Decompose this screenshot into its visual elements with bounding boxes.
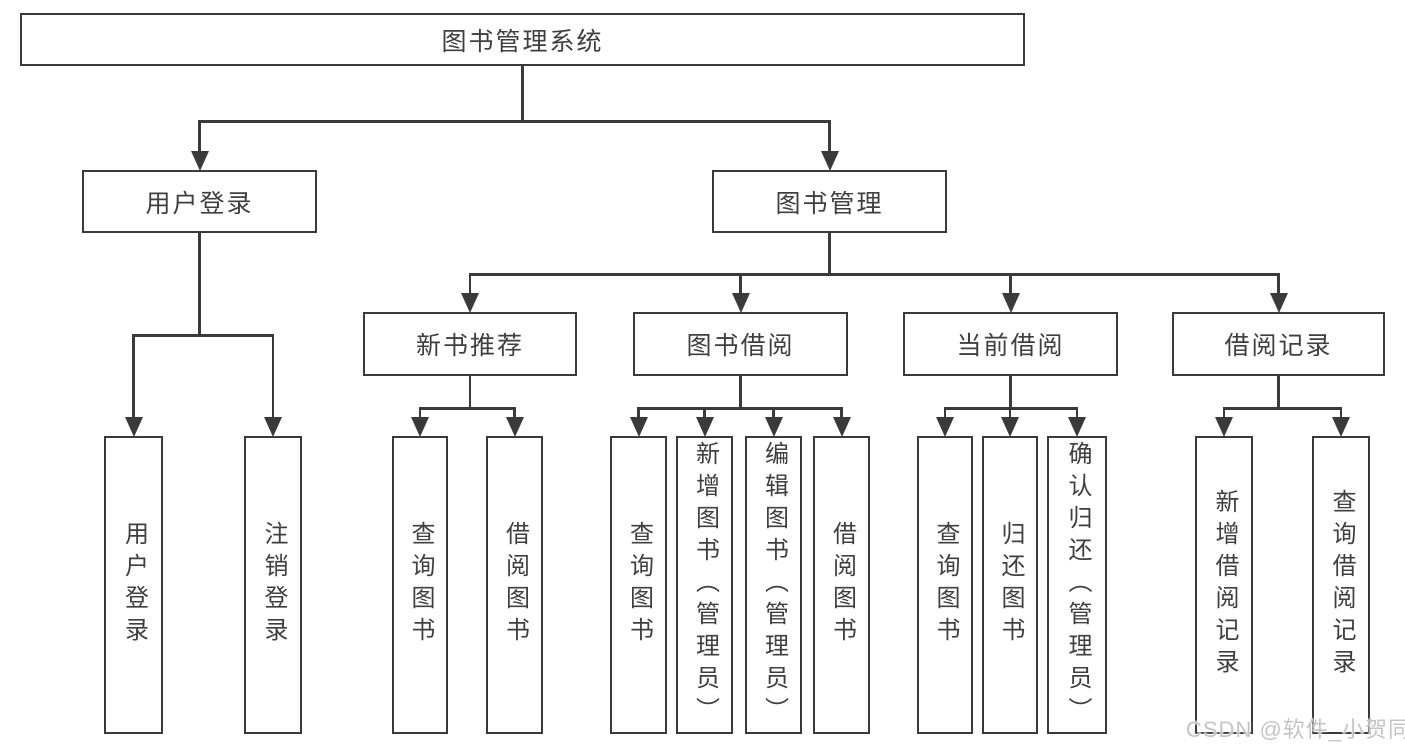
connector-drop-line bbox=[840, 407, 843, 419]
connector-drop-line bbox=[1277, 273, 1280, 295]
arrow-down-icon bbox=[1001, 417, 1019, 437]
node-leaf-user-login: 用户登录 bbox=[104, 436, 163, 734]
arrow-down-icon bbox=[505, 417, 524, 437]
arrow-down-icon bbox=[832, 417, 851, 437]
node-label: 图书借阅 bbox=[686, 332, 795, 360]
connector-drop-line bbox=[1222, 407, 1226, 419]
node-leaf-bb-add: 新增图书（管理员） bbox=[676, 436, 733, 734]
node-label: 借阅记录 bbox=[1224, 332, 1333, 360]
connector-drop-line bbox=[828, 120, 831, 153]
node-book-mgmt: 图书管理 bbox=[712, 170, 947, 233]
connector-trunk-line bbox=[739, 376, 742, 410]
node-label: 注销登录 bbox=[260, 521, 287, 649]
arrow-down-icon bbox=[1215, 417, 1233, 437]
connector-trunk-line bbox=[1009, 376, 1012, 410]
node-leaf-cb-query: 查询图书 bbox=[917, 436, 973, 734]
connector-trunk-line bbox=[521, 66, 524, 123]
arrow-down-icon bbox=[1001, 293, 1020, 313]
node-label: 借阅图书 bbox=[828, 521, 856, 649]
node-current-borrow: 当前借阅 bbox=[903, 312, 1118, 376]
node-label: 编辑图书（管理员） bbox=[760, 441, 788, 729]
node-leaf-cb-return: 归还图书 bbox=[982, 436, 1038, 734]
node-root: 图书管理系统 bbox=[20, 13, 1025, 66]
node-leaf-logout: 注销登录 bbox=[244, 436, 302, 734]
node-leaf-bb-edit: 编辑图书（管理员） bbox=[745, 436, 802, 734]
node-label: 当前借阅 bbox=[956, 332, 1065, 360]
node-label: 图书管理 bbox=[775, 189, 884, 218]
arrow-down-icon bbox=[764, 417, 783, 437]
connector-drop-line bbox=[772, 407, 775, 419]
arrow-down-icon bbox=[936, 417, 954, 437]
arrow-down-icon bbox=[264, 417, 282, 437]
watermark-text: CSDN @软件_小贺同学 bbox=[1186, 717, 1405, 742]
arrow-down-icon bbox=[629, 417, 648, 437]
node-label: 用户登录 bbox=[145, 189, 254, 218]
node-borrow-record: 借阅记录 bbox=[1172, 312, 1385, 376]
node-leaf-br-query: 查询借阅记录 bbox=[1312, 436, 1370, 734]
arrow-down-icon bbox=[820, 151, 839, 171]
arrow-down-icon bbox=[1332, 417, 1350, 437]
connector-drop-line bbox=[637, 407, 640, 419]
node-label: 确认归还（管理员） bbox=[1064, 441, 1091, 729]
connector-drop-line bbox=[1075, 407, 1079, 419]
connector-drop-line bbox=[271, 334, 275, 419]
arrow-down-icon bbox=[461, 293, 479, 313]
connector-branch-line bbox=[468, 273, 1280, 276]
node-leaf-br-add: 新增借阅记录 bbox=[1195, 436, 1253, 734]
connector-trunk-line bbox=[468, 376, 472, 410]
node-label: 查询借阅记录 bbox=[1328, 489, 1355, 681]
node-label: 新增图书（管理员） bbox=[691, 441, 719, 729]
node-label: 归还图书 bbox=[997, 521, 1024, 649]
arrow-down-icon bbox=[731, 293, 750, 313]
node-leaf-bb-borrow: 借阅图书 bbox=[813, 436, 870, 734]
node-label: 新书推荐 bbox=[415, 332, 524, 360]
arrow-down-icon bbox=[1269, 293, 1288, 313]
node-leaf-cb-confirm: 确认归还（管理员） bbox=[1047, 436, 1107, 734]
node-leaf-bb-query: 查询图书 bbox=[610, 436, 667, 734]
connector-drop-line bbox=[739, 273, 742, 295]
node-label: 查询图书 bbox=[407, 521, 434, 649]
connector-drop-line bbox=[703, 407, 706, 419]
connector-drop-line bbox=[132, 334, 135, 419]
node-leaf-nb-borrow: 借阅图书 bbox=[486, 436, 543, 734]
node-label: 图书管理系统 bbox=[441, 27, 604, 56]
node-label: 查询图书 bbox=[625, 521, 653, 649]
connector-drop-line bbox=[198, 120, 201, 153]
connector-trunk-line bbox=[1277, 376, 1280, 410]
arrow-down-icon bbox=[695, 417, 714, 437]
connector-trunk-line bbox=[828, 233, 831, 276]
node-label: 用户登录 bbox=[120, 521, 148, 649]
connector-drop-line bbox=[418, 407, 422, 419]
connector-drop-line bbox=[1339, 407, 1343, 419]
node-label: 借阅图书 bbox=[501, 521, 529, 649]
connector-branch-line bbox=[198, 120, 831, 123]
connector-branch-line bbox=[132, 334, 275, 337]
arrow-down-icon bbox=[411, 417, 429, 437]
connector-drop-line bbox=[513, 407, 516, 419]
connector-drop-line bbox=[1009, 273, 1012, 295]
node-new-book-rec: 新书推荐 bbox=[363, 312, 577, 376]
node-leaf-nb-query: 查询图书 bbox=[392, 436, 448, 734]
connector-drop-line bbox=[468, 273, 472, 295]
arrow-down-icon bbox=[1068, 417, 1086, 437]
arrow-down-icon bbox=[190, 151, 209, 171]
node-user-login: 用户登录 bbox=[82, 170, 317, 233]
node-label: 查询图书 bbox=[932, 521, 959, 649]
connector-branch-line bbox=[418, 407, 516, 410]
node-label: 新增借阅记录 bbox=[1211, 489, 1238, 681]
arrow-down-icon bbox=[124, 417, 143, 437]
connector-branch-line bbox=[1222, 407, 1343, 410]
connector-branch-line bbox=[637, 407, 843, 410]
connector-trunk-line bbox=[198, 233, 201, 337]
connector-drop-line bbox=[943, 407, 947, 419]
connector-drop-line bbox=[1008, 407, 1012, 419]
node-book-borrow: 图书借阅 bbox=[633, 312, 848, 376]
